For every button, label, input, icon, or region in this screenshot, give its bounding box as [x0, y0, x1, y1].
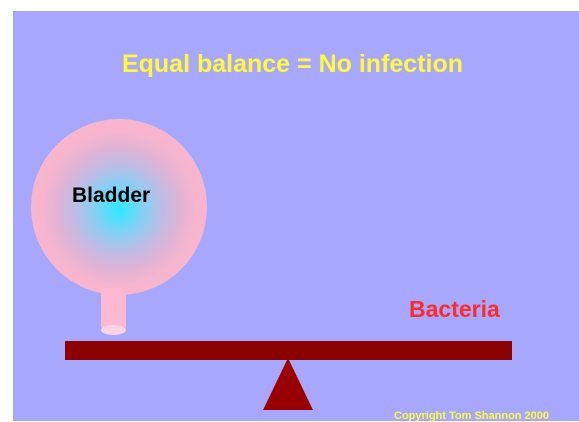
bladder-label: Bladder [72, 185, 150, 206]
copyright-notice: Copyright Tom Shannon 2000 [394, 411, 549, 422]
slide-title: Equal balance = No infection [0, 52, 579, 77]
bladder-illustration [31, 119, 207, 295]
bladder-neck-opening [101, 325, 126, 335]
balance-fulcrum [263, 358, 313, 410]
bacteria-label: Bacteria [409, 298, 500, 321]
